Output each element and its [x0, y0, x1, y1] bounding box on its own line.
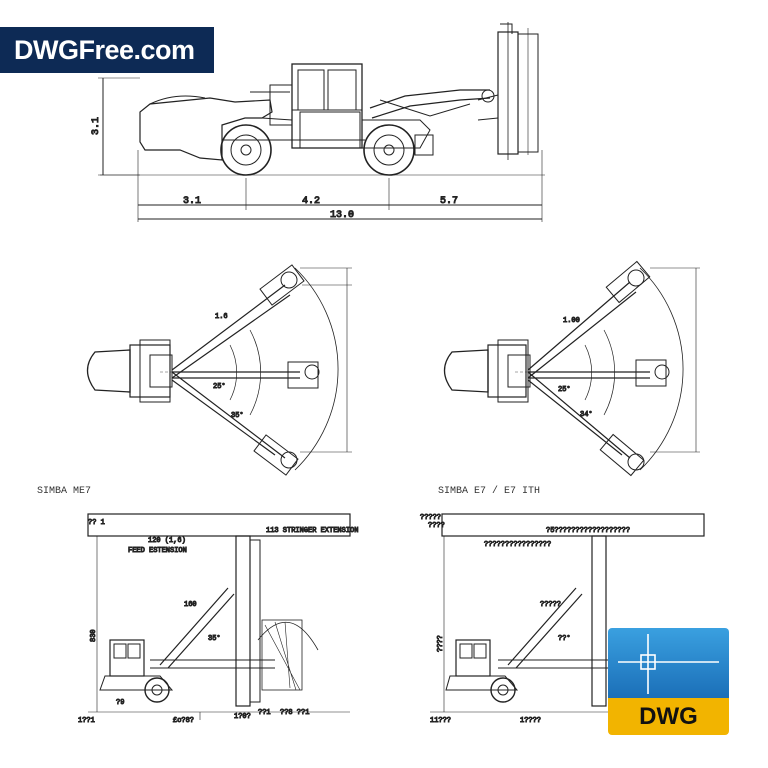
plan-view-e7: 1.00 25° 34° — [443, 260, 700, 477]
me7-feed-ext-label: FEED ESTENSION — [128, 547, 187, 555]
site-logo[interactable]: DWGFree.com — [0, 27, 214, 73]
front-view-e7: ????? ???? ?5?????????????????? ????????… — [420, 513, 705, 726]
dim-front: 5.7 — [440, 196, 458, 207]
me7-stinger: 113 STRINGER EXTENSION — [266, 527, 358, 535]
e7-angle: ??° — [558, 634, 571, 643]
me7-angle-inner: 25° — [213, 382, 226, 391]
me7-angle: 35° — [208, 634, 221, 643]
me7-bottom-mid: £o?8? — [173, 717, 194, 725]
front-view-me7: ?? 1 120 (1,6) FEED ESTENSION 113 STRING… — [78, 513, 359, 726]
e7-top-left2: ???? — [428, 522, 445, 530]
e7-side-height: ???? — [437, 635, 445, 652]
me7-feed-ext: 120 (1,6) — [148, 537, 186, 545]
side-view: 3.1 — [91, 22, 545, 222]
dim-total: 13.0 — [330, 210, 354, 221]
e7-bottom-left: 11??? — [430, 717, 451, 725]
me7-bottom-r1: 1?0? — [234, 713, 251, 721]
e7-bottom-mid: 1???? — [520, 717, 541, 725]
e7-top-mid2: ???????????????? — [484, 541, 551, 549]
e7-top-mid: ?5?????????????????? — [546, 527, 630, 535]
caption-e7: SIMBA E7 / E7 ITH — [438, 486, 541, 497]
dwg-file-badge[interactable]: DWG — [608, 628, 729, 735]
e7-angle-outer: 34° — [580, 410, 593, 419]
me7-angle-outer: 35° — [231, 411, 244, 420]
plan-view-me7: 1.6 25° 35° — [86, 264, 352, 476]
me7-boom-label: 160 — [184, 601, 197, 609]
e7-angle-inner: 25° — [558, 385, 571, 394]
dwg-label: DWG — [608, 698, 729, 735]
me7-bottom-r2: ??1 — [258, 709, 271, 717]
e7-top-left: ????? — [420, 514, 441, 522]
me7-side-height: 830 — [90, 629, 98, 642]
me7-bottom-r3: ??8 ??1 — [280, 709, 309, 717]
me7-arm-label: 1.6 — [215, 313, 228, 321]
e7-arm-label: 1.00 — [563, 317, 580, 325]
caption-me7: SIMBA ME7 — [37, 486, 92, 497]
e7-boom-label: ????? — [540, 601, 561, 609]
dim-mid: 4.2 — [302, 196, 320, 207]
me7-top-left: ?? 1 — [88, 519, 105, 527]
height-dim-label: 3.1 — [91, 117, 102, 135]
me7-left-dim: ?9 — [116, 699, 124, 707]
me7-bottom-left: 1??1 — [78, 717, 95, 725]
dim-rear: 3.1 — [183, 196, 201, 207]
dwg-file-icon — [608, 628, 729, 698]
